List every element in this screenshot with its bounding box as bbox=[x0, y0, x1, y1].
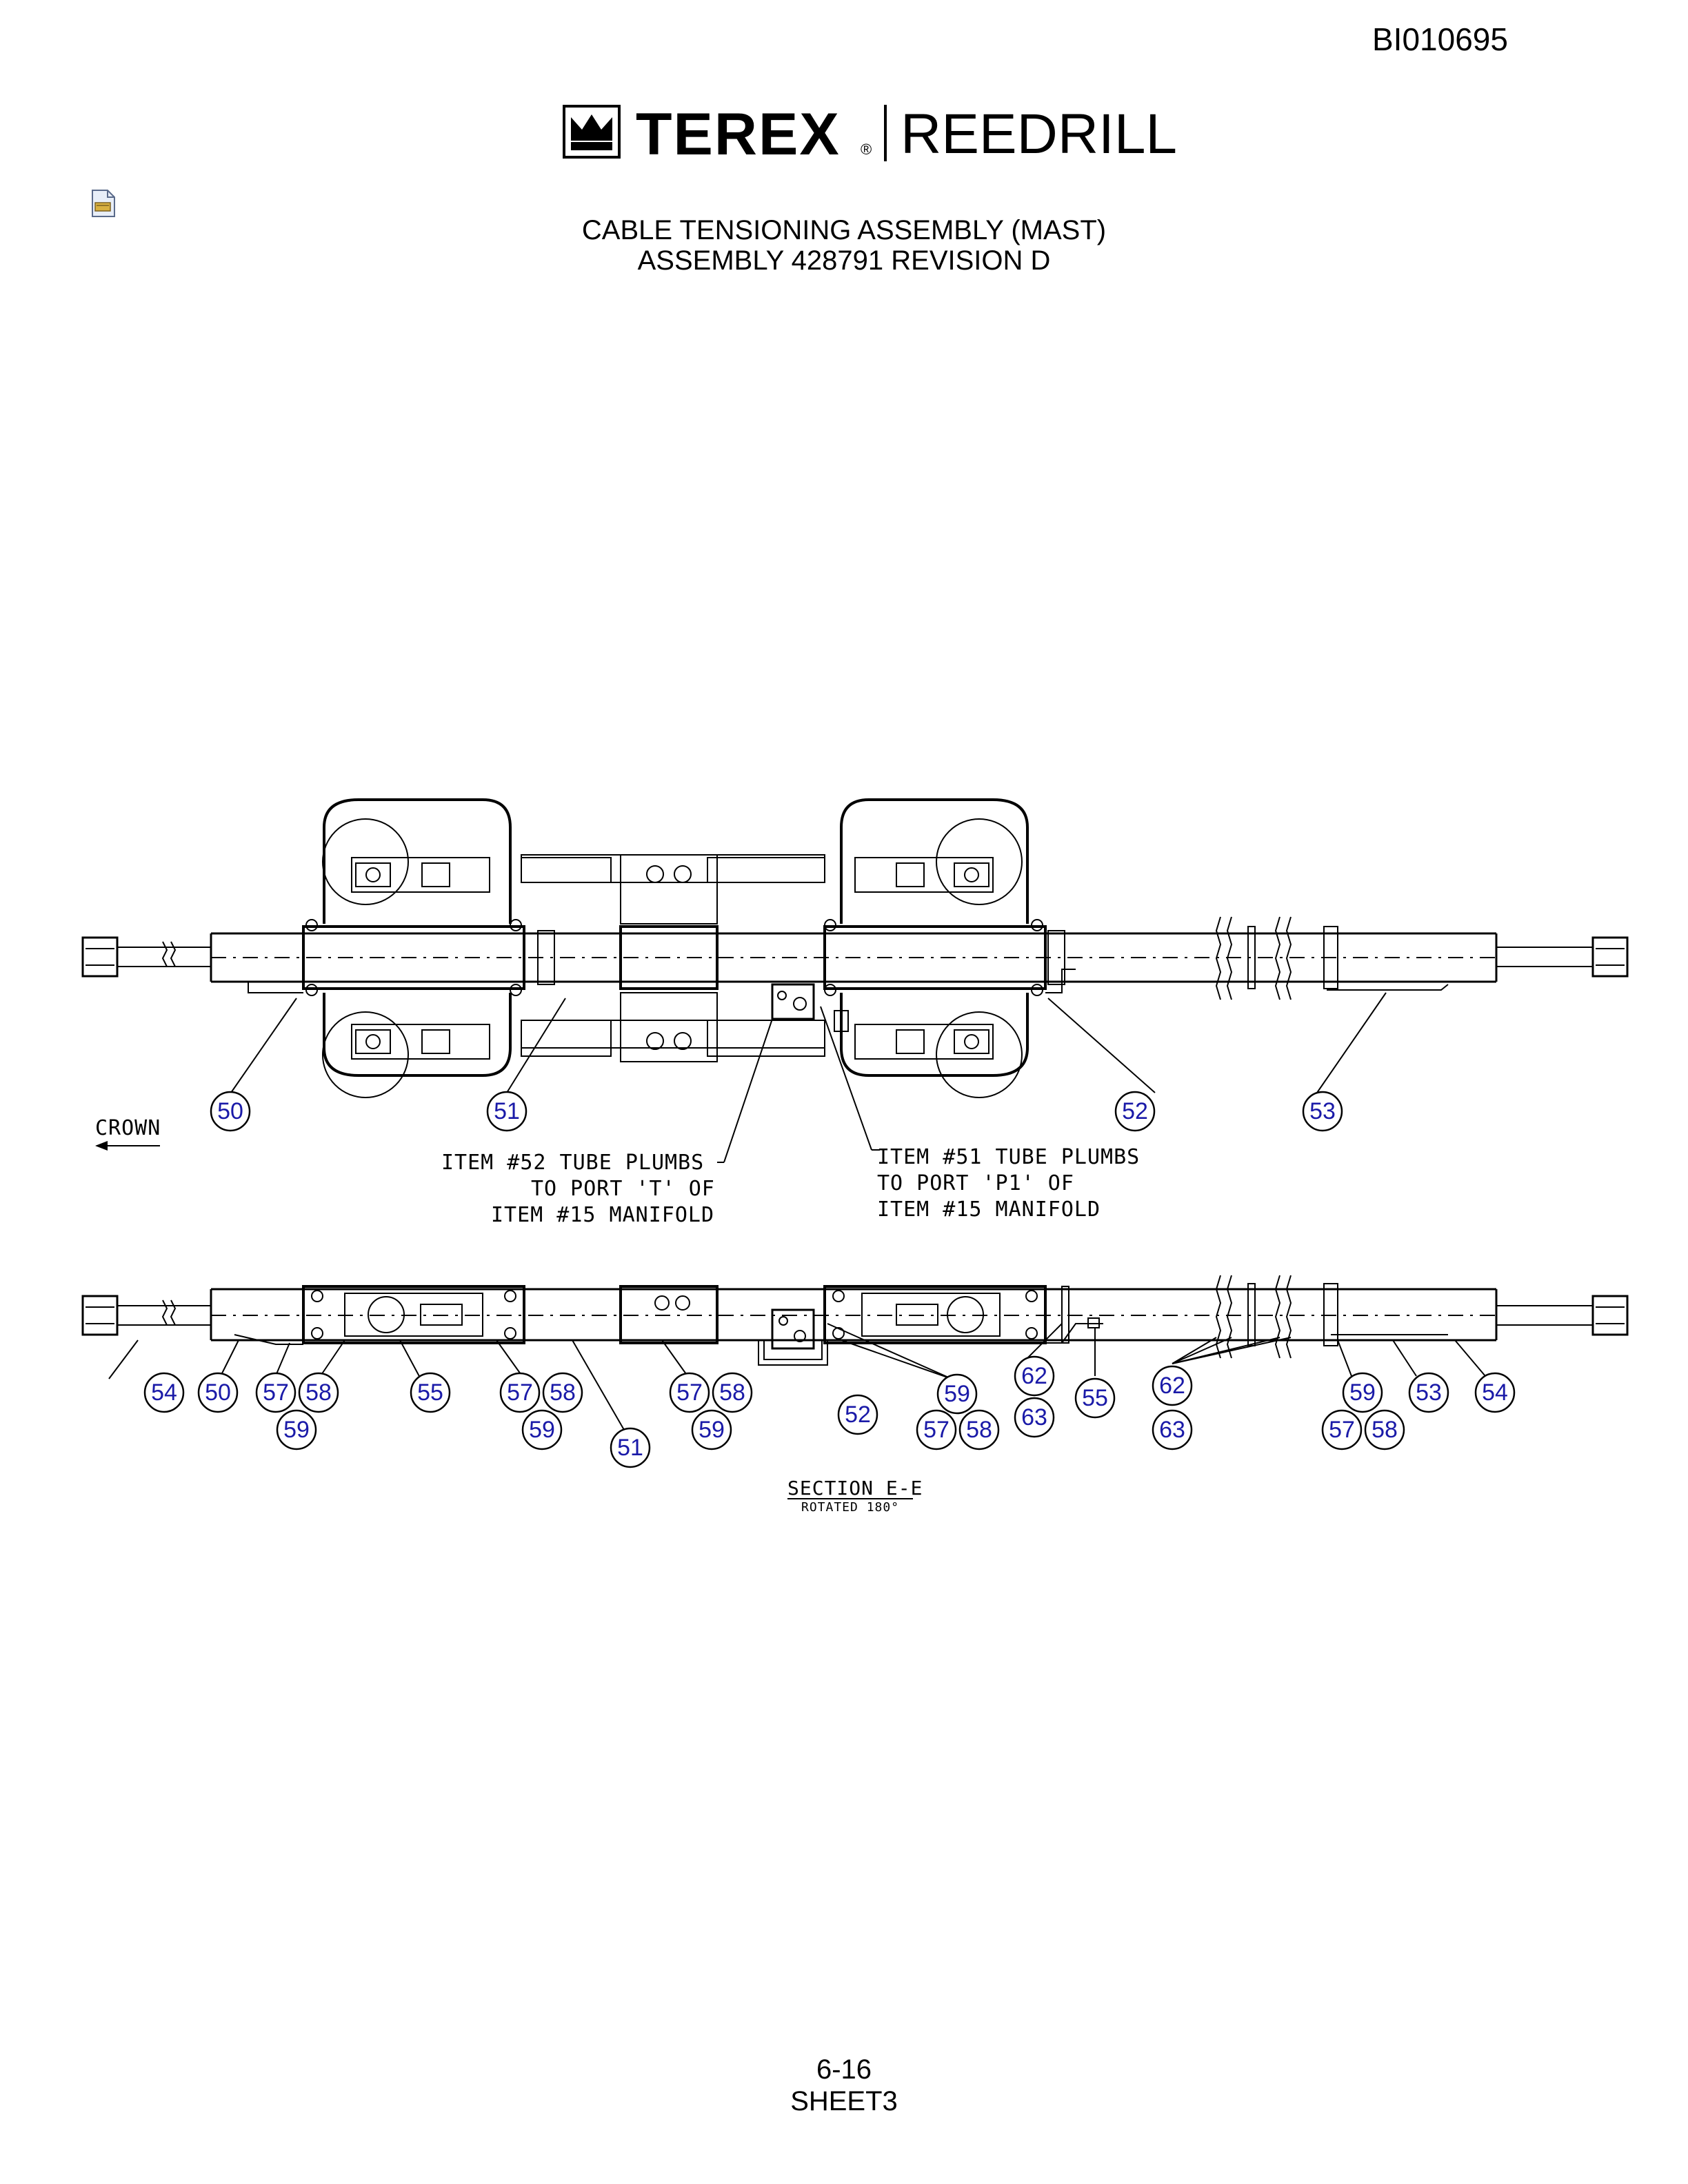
note-left: ITEM #52 TUBE PLUMBS TO PORT 'T' OF ITEM… bbox=[441, 1151, 728, 1227]
callout-bubble: 57 bbox=[916, 1409, 957, 1450]
svg-text:55: 55 bbox=[417, 1379, 443, 1406]
svg-text:57: 57 bbox=[507, 1379, 533, 1406]
callout-bubble: 52 bbox=[1114, 1091, 1156, 1132]
svg-text:62: 62 bbox=[1021, 1363, 1047, 1389]
drawing-subtitle: ASSEMBLY 428791 REVISION D bbox=[637, 245, 1051, 276]
section-label: SECTION E-E bbox=[787, 1477, 923, 1499]
callout-bubble: 51 bbox=[486, 1091, 528, 1132]
svg-text:59: 59 bbox=[699, 1417, 725, 1443]
logo-divider bbox=[884, 105, 887, 161]
sheet-label: SHEET3 bbox=[790, 2086, 898, 2116]
svg-text:59: 59 bbox=[944, 1381, 970, 1407]
callout-bubble: 50 bbox=[197, 1372, 239, 1413]
svg-text:62: 62 bbox=[1159, 1373, 1185, 1399]
svg-text:63: 63 bbox=[1159, 1417, 1185, 1443]
logo-brand: TEREX bbox=[636, 101, 841, 168]
callout-bubble: 58 bbox=[298, 1372, 339, 1413]
callout-bubble: 55 bbox=[410, 1372, 451, 1413]
svg-text:50: 50 bbox=[205, 1379, 231, 1406]
svg-text:58: 58 bbox=[719, 1379, 745, 1406]
callout-bubble: 62 bbox=[1014, 1355, 1055, 1397]
top-view bbox=[81, 798, 1629, 1163]
drawing-title: CABLE TENSIONING ASSEMBLY (MAST) bbox=[581, 215, 1107, 245]
section-sublabel: ROTATED 180° bbox=[801, 1500, 899, 1515]
svg-text:57: 57 bbox=[1329, 1417, 1355, 1443]
svg-text:59: 59 bbox=[1349, 1379, 1376, 1406]
logo-registered-mark: ® bbox=[861, 141, 872, 158]
callout-bubble: 59 bbox=[521, 1409, 563, 1450]
document-id: BI010695 bbox=[1372, 21, 1508, 57]
callout-bubble: 53 bbox=[1408, 1372, 1449, 1413]
svg-text:52: 52 bbox=[845, 1402, 871, 1428]
callout-bubble: 57 bbox=[499, 1372, 541, 1413]
callout-bubble: 63 bbox=[1152, 1409, 1193, 1450]
terex-reedrill-logo: TEREX ® REEDRILL bbox=[563, 101, 1183, 168]
note-right: ITEM #51 TUBE PLUMBS TO PORT 'P1' OF ITE… bbox=[877, 1145, 1153, 1222]
svg-text:58: 58 bbox=[305, 1379, 332, 1406]
callout-bubble: 62 bbox=[1152, 1365, 1193, 1406]
document-icon[interactable] bbox=[91, 189, 116, 218]
callout-bubble: 58 bbox=[712, 1372, 753, 1413]
callout-bubble: 55 bbox=[1074, 1377, 1116, 1419]
callout-bubble: 54 bbox=[1474, 1372, 1516, 1413]
svg-text:59: 59 bbox=[283, 1417, 310, 1443]
callout-bubble: 58 bbox=[1364, 1409, 1405, 1450]
callout-bubble: 57 bbox=[669, 1372, 710, 1413]
svg-text:52: 52 bbox=[1122, 1098, 1148, 1124]
svg-text:58: 58 bbox=[1372, 1417, 1398, 1443]
callout-bubble: 58 bbox=[958, 1409, 1000, 1450]
svg-text:57: 57 bbox=[923, 1417, 950, 1443]
svg-text:57: 57 bbox=[263, 1379, 289, 1406]
crown-logo-icon bbox=[563, 105, 621, 159]
section-view bbox=[81, 1275, 1629, 1430]
svg-text:53: 53 bbox=[1416, 1379, 1442, 1406]
svg-text:59: 59 bbox=[529, 1417, 555, 1443]
callout-bubble: 51 bbox=[610, 1427, 651, 1468]
logo-subbrand: REEDRILL bbox=[901, 103, 1178, 165]
callout-bubble: 59 bbox=[276, 1409, 317, 1450]
svg-text:51: 51 bbox=[617, 1435, 643, 1461]
callout-bubble: 57 bbox=[255, 1372, 297, 1413]
svg-text:50: 50 bbox=[217, 1098, 243, 1124]
page-number: 6-16 bbox=[816, 2054, 872, 2085]
svg-text:57: 57 bbox=[676, 1379, 703, 1406]
svg-text:63: 63 bbox=[1021, 1404, 1047, 1430]
callout-bubble: 54 bbox=[143, 1372, 185, 1413]
callout-bubble: 58 bbox=[542, 1372, 583, 1413]
callout-bubble: 53 bbox=[1302, 1091, 1343, 1132]
callout-bubble: 63 bbox=[1014, 1397, 1055, 1438]
svg-text:58: 58 bbox=[966, 1417, 992, 1443]
svg-text:54: 54 bbox=[151, 1379, 177, 1406]
svg-text:58: 58 bbox=[550, 1379, 576, 1406]
svg-text:55: 55 bbox=[1082, 1385, 1108, 1411]
svg-text:51: 51 bbox=[494, 1098, 520, 1124]
svg-text:53: 53 bbox=[1309, 1098, 1336, 1124]
callout-bubble: 59 bbox=[1342, 1372, 1383, 1413]
callout-bubble: 57 bbox=[1321, 1409, 1363, 1450]
svg-text:54: 54 bbox=[1482, 1379, 1508, 1406]
callout-bubble: 59 bbox=[691, 1409, 732, 1450]
callout-bubble: 52 bbox=[837, 1394, 878, 1435]
callout-bubble: 50 bbox=[210, 1091, 251, 1132]
crown-label: CROWN bbox=[95, 1116, 161, 1140]
callout-bubble: 59 bbox=[936, 1373, 978, 1415]
